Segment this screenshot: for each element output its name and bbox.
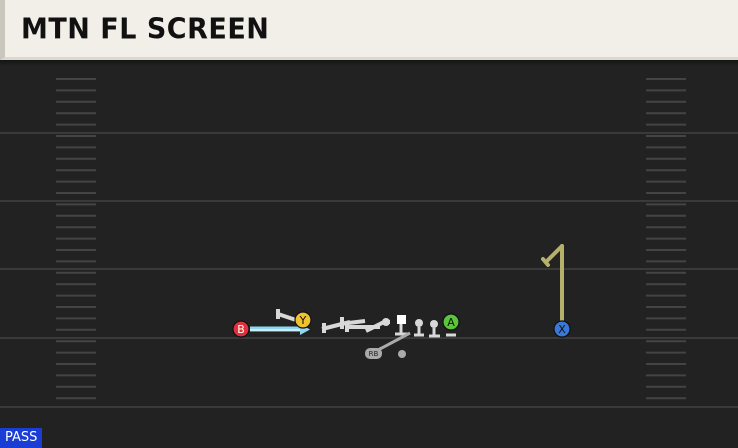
yard-lines — [0, 132, 738, 408]
title-bar: MTN FL SCREEN — [0, 0, 738, 60]
player-rb: RB — [365, 348, 382, 359]
center — [397, 315, 406, 324]
player-b-label: B — [237, 323, 245, 336]
player-x: X — [553, 320, 571, 338]
offensive-line — [382, 315, 438, 328]
lineman — [382, 318, 390, 326]
lineman — [430, 320, 438, 328]
player-y: Y — [294, 311, 312, 329]
y-block-route — [276, 309, 297, 322]
line-stems — [395, 324, 456, 338]
player-y-label: Y — [299, 314, 307, 327]
player-x-label: X — [558, 323, 566, 336]
player-rb-label: RB — [369, 350, 379, 358]
play-title: MTN FL SCREEN — [21, 13, 270, 46]
hash-marks-left — [56, 78, 96, 400]
play-type-badge: PASS — [0, 428, 43, 448]
title-shadow — [0, 60, 738, 66]
player-a-label: A — [447, 316, 455, 329]
lineman — [415, 319, 423, 327]
player-b: B — [232, 320, 250, 338]
quarterback — [398, 350, 406, 358]
x-route — [541, 244, 564, 324]
hash-marks-right — [646, 78, 686, 400]
player-a: A — [442, 313, 460, 331]
rb-route — [377, 331, 411, 352]
line-blocks — [321, 317, 390, 333]
